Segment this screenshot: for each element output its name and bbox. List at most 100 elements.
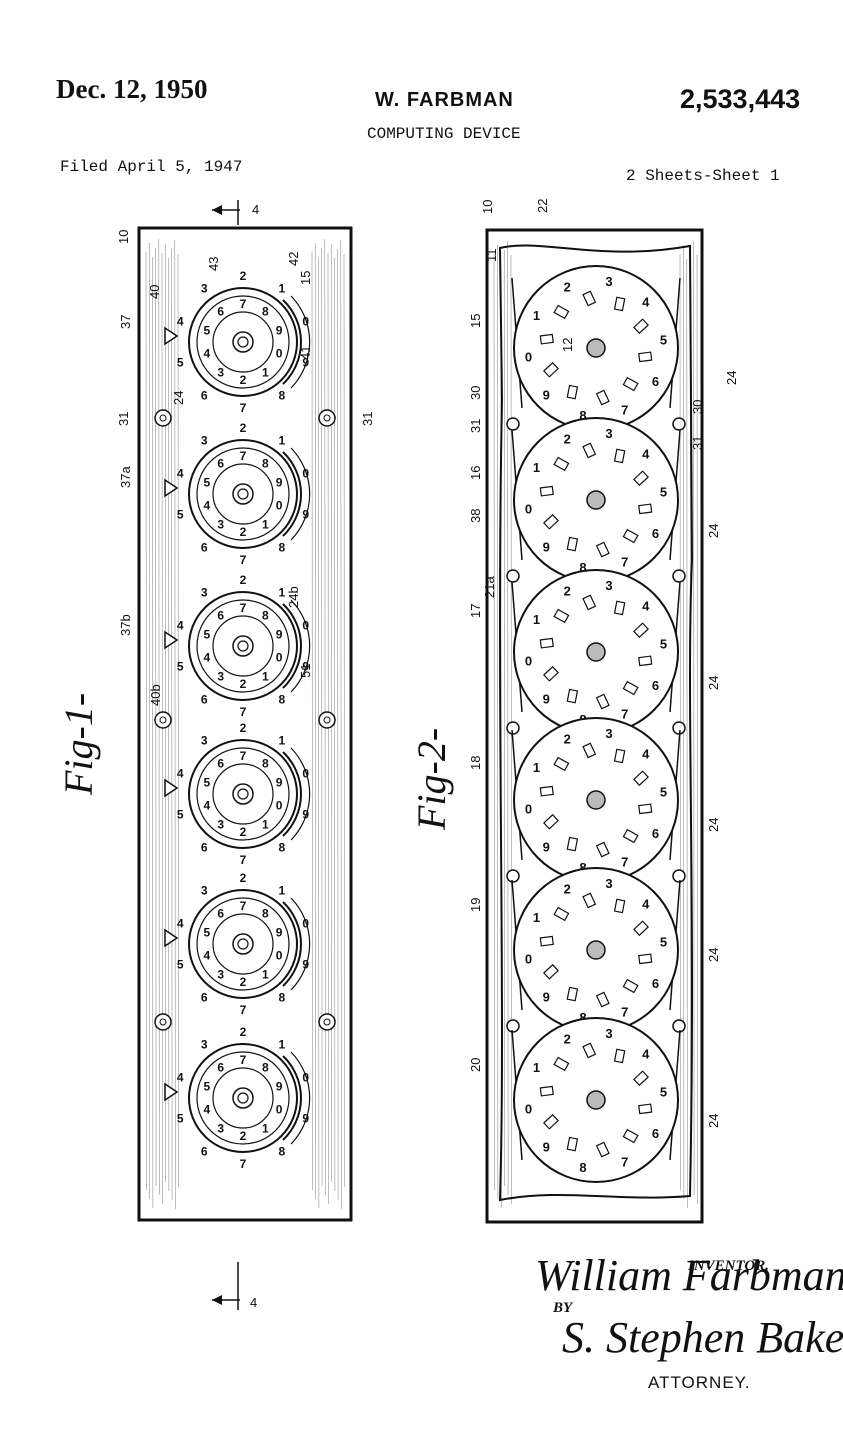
dial-outer-digit: 0 xyxy=(302,767,309,781)
hatch-line xyxy=(503,249,505,1187)
finger-slot-arc xyxy=(290,897,311,991)
dial-outer-digit: 7 xyxy=(240,1157,247,1171)
dial-inner-digit: 0 xyxy=(276,1103,283,1117)
dial-ring xyxy=(196,897,290,991)
disc-digit: 6 xyxy=(652,526,659,541)
disc-slot xyxy=(613,898,626,914)
disc-slot xyxy=(633,318,649,335)
disc-shade xyxy=(513,720,577,801)
dial-inner-digit: 3 xyxy=(217,818,224,832)
dial-inner-digit: 2 xyxy=(240,975,247,989)
dial-outer-digit: 7 xyxy=(240,401,247,415)
disc-digit: 5 xyxy=(660,935,667,950)
section-marker-top: 4 xyxy=(212,200,259,225)
dial-inner-digit: 6 xyxy=(217,906,224,920)
disc-digit: 3 xyxy=(605,1026,612,1041)
dial-hub-center xyxy=(237,488,249,500)
ref-24b: 24b xyxy=(286,586,301,608)
disc-digit: 9 xyxy=(543,691,550,706)
pointer-triangle xyxy=(164,928,179,948)
disc-slot xyxy=(543,1113,559,1130)
dial-inner-digit: 5 xyxy=(204,627,211,641)
dial-outer-digit: 9 xyxy=(302,1111,309,1125)
finger-slot-arc xyxy=(282,451,302,537)
dial-outer-digit: 0 xyxy=(302,1071,309,1085)
panel-outline xyxy=(137,226,353,1222)
patent-number: 2,533,443 xyxy=(680,84,801,114)
hatch-line xyxy=(507,240,509,1196)
pivot-screw xyxy=(672,417,686,431)
dial-inner-digit: 5 xyxy=(204,1079,211,1093)
dial-outer-digit: 7 xyxy=(240,705,247,719)
dial-inner-digit: 4 xyxy=(204,799,211,813)
section-number-top: 4 xyxy=(252,202,259,217)
disc-digit: 7 xyxy=(621,707,628,722)
disc-shade xyxy=(513,268,577,349)
inventor-signature: William Farbman xyxy=(535,1251,843,1300)
ref-10: 10 xyxy=(116,230,131,244)
hatch-line xyxy=(686,258,688,1209)
disc-digit: 4 xyxy=(642,599,650,614)
dial-outer-digit: 4 xyxy=(177,619,184,633)
dial-outer-digit: 9 xyxy=(302,957,309,971)
dial-outer-digit: 4 xyxy=(177,1071,184,1085)
disc-slot xyxy=(553,608,570,624)
screw-center xyxy=(159,414,167,422)
sheet-number: 2 Sheets-Sheet 1 xyxy=(626,167,780,185)
disc-digit: 3 xyxy=(605,726,612,741)
ref-24-d20: 24 xyxy=(706,1114,721,1128)
disc-digit: 1 xyxy=(533,612,540,627)
ref-16: 16 xyxy=(468,466,483,480)
pointer-triangle xyxy=(164,778,179,798)
dial-inner-ring xyxy=(212,311,274,373)
disc-digit: 2 xyxy=(564,1031,571,1046)
dial-inner-digit: 4 xyxy=(204,499,211,513)
pointer-triangle xyxy=(164,478,179,498)
dial-outer-digit: 2 xyxy=(240,1025,247,1039)
ref-31-left: 31 xyxy=(116,412,131,426)
disc-slot xyxy=(595,991,610,1008)
ref-24: 24 xyxy=(171,391,186,405)
dial-outer-digit: 6 xyxy=(201,840,208,854)
dial-ring xyxy=(196,295,290,389)
ref-18: 18 xyxy=(468,756,483,770)
dial-outer-digit: 6 xyxy=(201,1144,208,1158)
ref-21a: 21a xyxy=(482,576,497,598)
dial-outer-digit: 2 xyxy=(240,421,247,435)
disc-digit: 9 xyxy=(543,539,550,554)
disc-digit: 4 xyxy=(642,897,650,912)
disc-slot xyxy=(595,841,610,858)
disc-slot xyxy=(539,785,554,797)
disc-slot xyxy=(566,536,579,552)
hatch-line xyxy=(177,253,179,1188)
dial-outer-digit: 7 xyxy=(240,1003,247,1017)
dial-inner-digit: 9 xyxy=(276,475,283,489)
figure-1-reference-numerals: 10 40 43 42 15 37 41 24 31 31 37a 24b 37… xyxy=(116,230,375,706)
dial-outer-digit: 5 xyxy=(177,1111,184,1125)
dial-outer-digit: 1 xyxy=(278,1038,285,1052)
hatch-line xyxy=(500,258,502,1209)
disc-shade xyxy=(513,420,577,501)
disc-slot xyxy=(553,756,570,772)
disc-digit: 8 xyxy=(579,408,586,423)
disc-slot xyxy=(543,665,559,682)
disc-digit: 7 xyxy=(621,1005,628,1020)
pivot-screw xyxy=(506,417,520,431)
dial-outer-digit: 3 xyxy=(201,434,208,448)
dial-hub-center xyxy=(237,1092,249,1104)
inventor-caption: INVENTOR. xyxy=(688,1258,769,1274)
disc-digit: 0 xyxy=(525,801,532,816)
disc-slot xyxy=(638,953,653,965)
ref-15: 15 xyxy=(298,271,313,285)
disc-digit: 4 xyxy=(642,295,650,310)
disc-digit: 1 xyxy=(533,460,540,475)
hatch-line xyxy=(493,253,495,1191)
disc-digit: 8 xyxy=(579,860,586,875)
dial-inner-digit: 1 xyxy=(262,1122,269,1136)
disc-slot xyxy=(622,376,639,392)
disc-digit: 3 xyxy=(605,876,612,891)
dial-outer-digit: 9 xyxy=(302,355,309,369)
finger-slot-arc xyxy=(282,299,302,385)
finger-slot-arc xyxy=(282,1055,302,1141)
